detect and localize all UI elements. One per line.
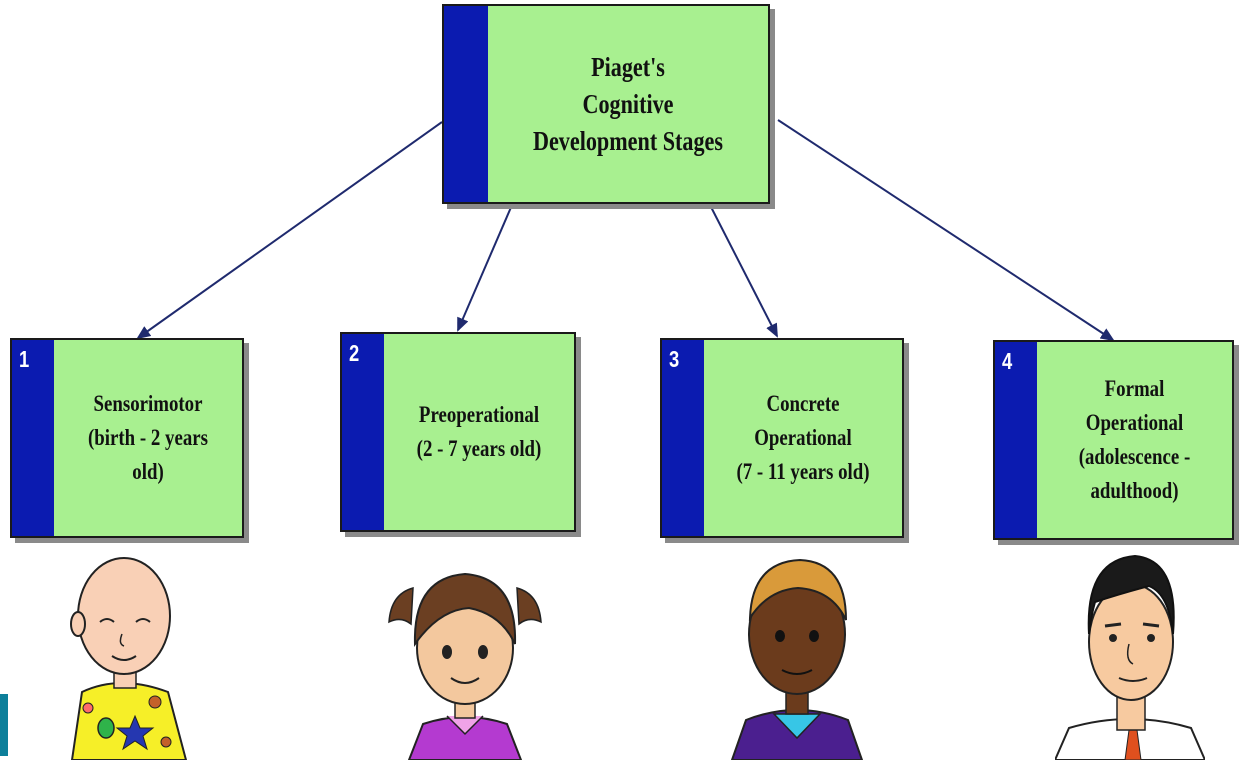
stage-4-number: 4 (1002, 348, 1013, 374)
arrow-to-stage-1 (136, 121, 443, 340)
arrow-to-stage-3 (709, 204, 778, 338)
stage-2-node: 2 Preoperational (2 - 7 years old) (340, 332, 576, 532)
root-title: Piaget's Cognitive Development Stages (532, 51, 724, 156)
stage-1-band (12, 340, 54, 536)
stage-2-band (342, 334, 384, 530)
stage-3-label: Concrete Operational (7 - 11 years old) (736, 391, 870, 484)
edge-accent-strip (0, 694, 8, 756)
stage-3-number: 3 (669, 346, 680, 372)
stage-4-node: 4 Formal Operational (adolescence - adul… (993, 340, 1234, 540)
arrow-to-stage-4 (777, 119, 1115, 342)
stage-4-band (995, 342, 1037, 538)
man-figure (1055, 554, 1205, 760)
stage-1-label: Sensorimotor (birth - 2 years old) (88, 391, 208, 484)
stage-3-band (662, 340, 704, 536)
stage-1-node: 1 Sensorimotor (birth - 2 years old) (10, 338, 244, 538)
baby-figure (70, 557, 188, 760)
stage-4-label: Formal Operational (adolescence - adulth… (1078, 376, 1191, 503)
stage-3-node: 3 Concrete Operational (7 - 11 years old… (660, 338, 904, 538)
stage-2-label: Preoperational (2 - 7 years old) (416, 402, 542, 461)
root-band (444, 6, 488, 202)
arrow-to-stage-2 (457, 204, 513, 332)
boy-figure (730, 558, 864, 760)
girl-figure (388, 572, 542, 760)
root-node: Piaget's Cognitive Development Stages (442, 4, 770, 204)
stage-2-number: 2 (349, 340, 360, 366)
stage-1-number: 1 (19, 346, 30, 372)
